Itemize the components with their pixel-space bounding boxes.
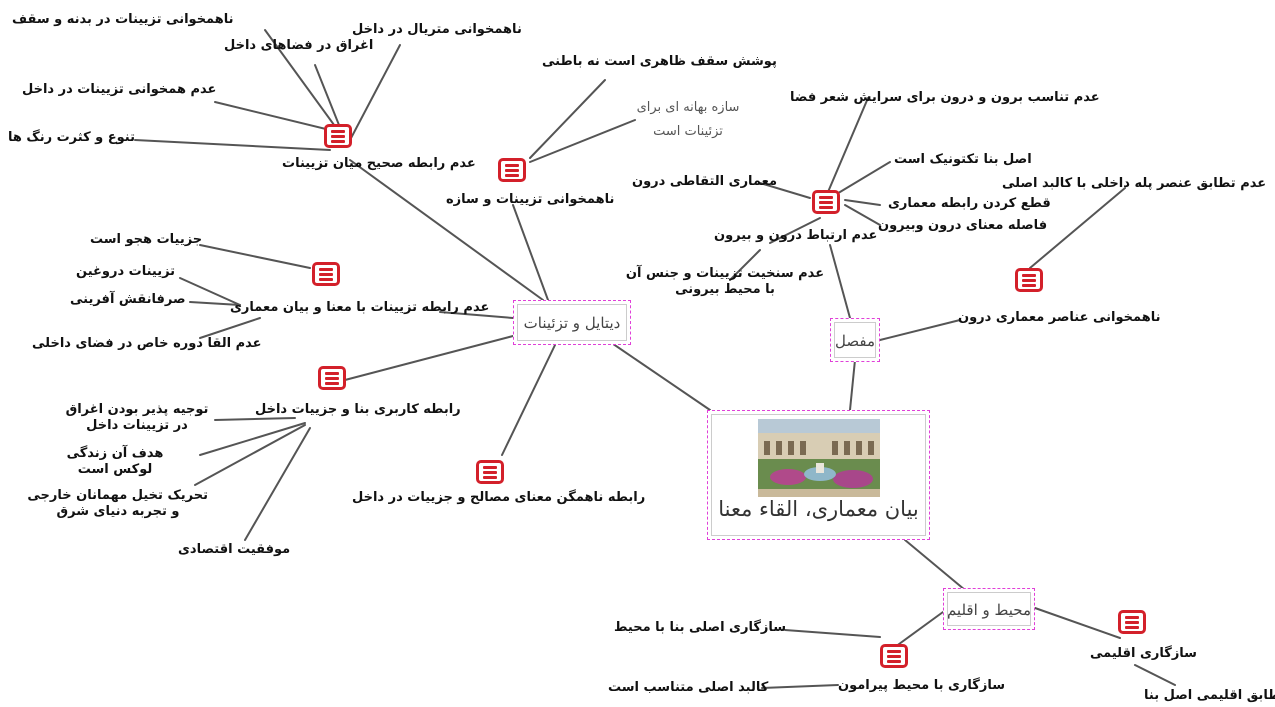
leaf-label[interactable]: پوشش سقف ظاهری است نه باطنی bbox=[542, 54, 777, 69]
leaf-label[interactable]: صرفانقش آفرینی bbox=[70, 292, 186, 307]
note-icon[interactable] bbox=[312, 262, 340, 286]
leaf-label[interactable]: تحریک تخیل مهمانان خارجی و تجربه دنیای ش… bbox=[27, 488, 208, 519]
courtyard-photo bbox=[758, 419, 880, 497]
central-title: بیان معماری، القاء معنا bbox=[718, 497, 919, 521]
branch-detail-label: دیتایل و تزئینات bbox=[523, 314, 621, 332]
branch-detail-decorations[interactable]: دیتایل و تزئینات bbox=[513, 300, 631, 345]
leaf-label[interactable]: عدم القا دوره خاص در فضای داخلی bbox=[32, 336, 262, 351]
node-in-out[interactable]: عدم ارتباط درون و بیرون bbox=[714, 228, 878, 243]
node-materials-meaning[interactable]: رابطه ناهمگن معنای مصالح و جزییات در داخ… bbox=[352, 490, 646, 505]
note-icon[interactable] bbox=[324, 124, 352, 148]
leaf-label[interactable]: کالبد اصلی متناسب است bbox=[608, 680, 769, 695]
note-icon[interactable] bbox=[476, 460, 504, 484]
node-decor-meaning[interactable]: عدم رابطه تزیینات با معنا و بیان معماری bbox=[230, 300, 490, 315]
leaf-label[interactable]: تنوع و کثرت رنگ ها bbox=[8, 130, 135, 145]
leaf-label[interactable]: عدم همخوانی تزیینات در داخل bbox=[22, 82, 217, 97]
leaf-label[interactable]: تطابق اقلیمی اصل بنا bbox=[1144, 688, 1275, 703]
branch-environment-climate[interactable]: محیط و اقلیم bbox=[943, 588, 1035, 630]
node-user-relation[interactable]: رابطه کاربری بنا و جزییات داخل bbox=[255, 402, 461, 417]
leaf-label[interactable]: توجیه پذیر بودن اغراق در تزیینات داخل bbox=[65, 402, 209, 433]
leaf-label[interactable]: عدم تناسب برون و درون برای سرایش شعر فضا bbox=[790, 90, 1100, 105]
note-icon[interactable] bbox=[1118, 610, 1146, 634]
central-topic[interactable]: بیان معماری، القاء معنا bbox=[707, 410, 930, 540]
leaf-label[interactable]: سازه بهانه ای برای تزئینات است bbox=[636, 100, 740, 139]
leaf-label[interactable]: عدم تطابق عنصر پله داخلی با کالبد اصلی bbox=[1002, 176, 1267, 191]
node-climate[interactable]: سازگاری اقلیمی bbox=[1090, 646, 1197, 661]
leaf-label[interactable]: عدم سنخیت تزیینات و جنس آن با محیط بیرون… bbox=[625, 266, 825, 297]
note-icon[interactable] bbox=[1015, 268, 1043, 292]
leaf-label[interactable]: فاصله معنای درون وبیرون bbox=[878, 218, 1048, 233]
leaf-label[interactable]: هدف آن زندگی لوکس است bbox=[66, 446, 164, 477]
leaf-label[interactable]: معماری التقاطی درون bbox=[632, 174, 778, 189]
leaf-label[interactable]: قطع کردن رابطه معماری bbox=[888, 196, 1051, 211]
node-decor-relation[interactable]: عدم رابطه صحیح میان تزیینات bbox=[282, 156, 476, 171]
note-icon[interactable] bbox=[880, 644, 908, 668]
leaf-label[interactable]: ناهمخوانی متریال در داخل bbox=[352, 22, 522, 37]
branch-joint-label: مفصل bbox=[835, 332, 875, 350]
leaf-label[interactable]: اغراق در فضاهای داخل bbox=[224, 38, 374, 53]
branch-environment-label: محیط و اقلیم bbox=[946, 601, 1032, 619]
node-elements[interactable]: ناهمخوانی عناصر معماری درون bbox=[958, 310, 1161, 325]
branch-joint[interactable]: مفصل bbox=[830, 318, 880, 362]
leaf-label[interactable]: اصل بنا تکتونیک است bbox=[894, 152, 1032, 167]
note-icon[interactable] bbox=[498, 158, 526, 182]
leaf-label[interactable]: موفقیت اقتصادی bbox=[178, 542, 291, 557]
node-surroundings[interactable]: سازگاری با محیط پیرامون bbox=[838, 678, 1006, 693]
note-icon[interactable] bbox=[318, 366, 346, 390]
leaf-label[interactable]: تزیینات دروغین bbox=[76, 264, 176, 279]
leaf-label[interactable]: جزییات هجو است bbox=[90, 232, 203, 247]
node-decor-structure[interactable]: ناهمخوانی تزیینات و سازه bbox=[446, 192, 615, 207]
leaf-label[interactable]: ناهمخوانی تزیینات در بدنه و سقف bbox=[12, 12, 234, 27]
note-icon[interactable] bbox=[812, 190, 840, 214]
leaf-label[interactable]: سازگاری اصلی بنا با محیط bbox=[614, 620, 787, 635]
